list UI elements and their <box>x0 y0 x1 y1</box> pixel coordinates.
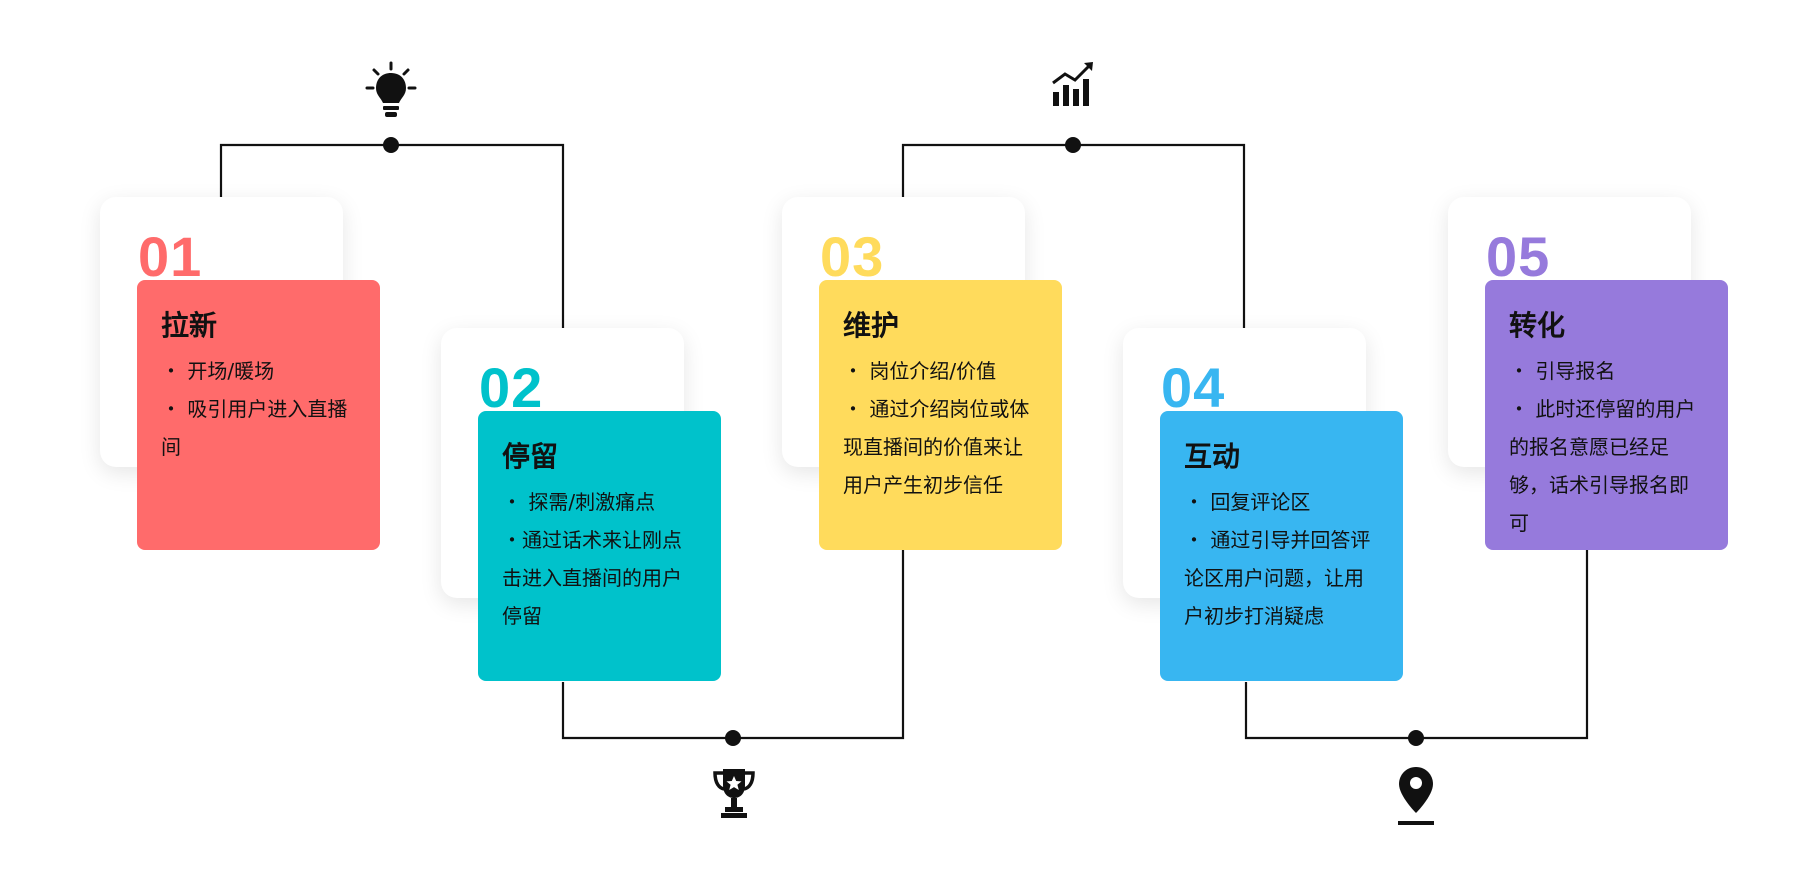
content-card: 拉新 ・ 开场/暖场 ・ 吸引用户进入直播间 <box>137 280 380 550</box>
chart-growth-icon <box>1052 62 1093 106</box>
step-title: 转化 <box>1509 309 1566 342</box>
step-bullet: ・ 引导报名 <box>1509 359 1616 383</box>
content-card: 停留 ・ 探需/刺激痛点 ・通过话术来让刚点击进入直播间的用户停留 <box>478 411 721 681</box>
step-01: 01 拉新 ・ 开场/暖场 ・ 吸引用户进入直播间 <box>100 197 380 597</box>
step-title: 维护 <box>843 309 900 342</box>
step-number: 05 <box>1486 225 1551 288</box>
step-number: 01 <box>138 225 203 288</box>
content-card: 转化 ・ 引导报名 ・ 此时还停留的用户的报名意愿已经足够，话术引导报名即可 <box>1485 280 1728 550</box>
step-bullet: ・通过话术来让刚点击进入直播间的用户停留 <box>502 528 682 628</box>
step-bullet: ・ 此时还停留的用户的报名意愿已经足够，话术引导报名即可 <box>1509 397 1696 535</box>
step-number: 04 <box>1161 356 1226 419</box>
step-bullet: ・ 吸引用户进入直播间 <box>161 397 348 459</box>
step-bullet: ・ 岗位介绍/价值 <box>843 359 997 383</box>
step-bullet: ・ 开场/暖场 <box>161 359 275 383</box>
connector-dot <box>725 730 741 746</box>
step-number: 02 <box>479 356 544 419</box>
content-card: 互动 ・ 回复评论区 ・ 通过引导并回答评论区用户问题，让用户初步打消疑虑 <box>1160 411 1403 681</box>
step-title: 拉新 <box>161 309 218 342</box>
connector-dot <box>383 137 399 153</box>
lightbulb-icon <box>365 61 417 117</box>
step-title: 互动 <box>1184 440 1241 473</box>
content-card: 维护 ・ 岗位介绍/价值 ・ 通过介绍岗位或体现直播间的价值来让用户产生初步信任 <box>819 280 1062 550</box>
step-bullet: ・ 通过引导并回答评论区用户问题，让用户初步打消疑虑 <box>1184 528 1371 628</box>
connector-dot <box>1065 137 1081 153</box>
step-title: 停留 <box>502 440 559 473</box>
step-02: 02 停留 ・ 探需/刺激痛点 ・通过话术来让刚点击进入直播间的用户停留 <box>441 328 721 728</box>
location-pin-icon <box>1398 767 1434 825</box>
step-03: 03 维护 ・ 岗位介绍/价值 ・ 通过介绍岗位或体现直播间的价值来让用户产生初… <box>782 197 1062 597</box>
step-04: 04 互动 ・ 回复评论区 ・ 通过引导并回答评论区用户问题，让用户初步打消疑虑 <box>1123 328 1403 728</box>
step-05: 05 转化 ・ 引导报名 ・ 此时还停留的用户的报名意愿已经足够，话术引导报名即… <box>1448 197 1728 597</box>
step-bullet: ・ 通过介绍岗位或体现直播间的价值来让用户产生初步信任 <box>843 397 1030 497</box>
step-bullet: ・ 回复评论区 <box>1184 490 1311 514</box>
trophy-icon <box>713 769 755 818</box>
step-number: 03 <box>820 225 885 288</box>
step-bullet: ・ 探需/刺激痛点 <box>502 490 656 514</box>
connector-dot <box>1408 730 1424 746</box>
